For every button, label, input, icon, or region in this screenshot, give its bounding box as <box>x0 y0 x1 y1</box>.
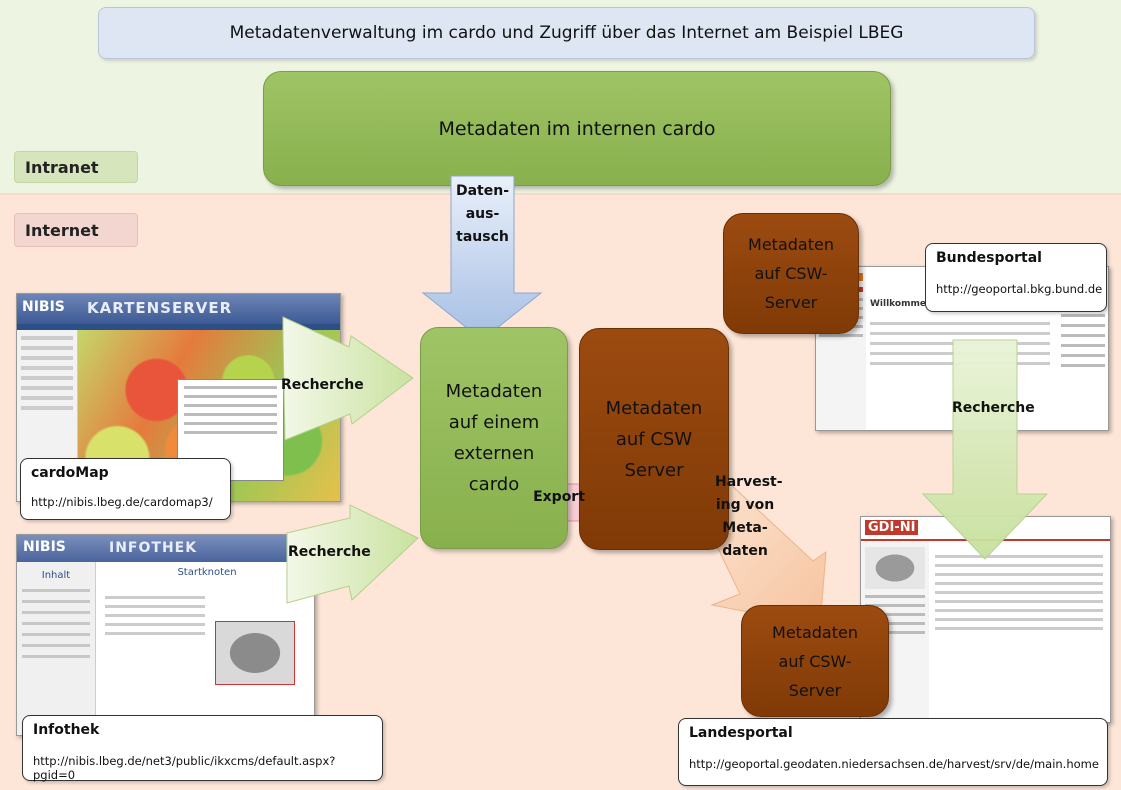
infothek-nav-title: Inhalt <box>41 570 71 581</box>
infothek-page-title: Startknoten <box>177 567 237 578</box>
nibis-logo-infothek: NIBIS <box>23 539 66 555</box>
landesportal-info-box: Landesportal http://geoportal.geodaten.n… <box>678 718 1108 786</box>
recherche-cardomap-arrow <box>282 316 414 441</box>
infothek-url[interactable]: http://nibis.lbeg.de/net3/public/ikxcms/… <box>33 754 336 782</box>
nibis-logo: NIBIS <box>22 299 65 315</box>
infothek-title: Infothek <box>33 722 100 738</box>
gdi-ni-logo: GDI-NI <box>865 520 919 535</box>
bundesportal-title: Bundesportal <box>936 250 1042 266</box>
austausch-label: Daten- aus- tausch <box>455 183 510 245</box>
cardomap-title: cardoMap <box>31 465 109 481</box>
csw-server-box: Metadaten auf CSW Server <box>579 328 729 550</box>
cardomap-url[interactable]: http://nibis.lbeg.de/cardomap3/ <box>31 495 213 509</box>
bundesportal-url[interactable]: http://geoportal.bkg.bund.de <box>936 282 1103 296</box>
diagram-title: Metadatenverwaltung im cardo und Zugriff… <box>98 7 1035 59</box>
internet-label: Internet <box>14 213 138 247</box>
export-label: Export <box>533 489 585 505</box>
internal-cardo-box: Metadaten im internen cardo <box>263 71 891 186</box>
recherche-infothek-label: Recherche <box>288 544 371 560</box>
germany-map <box>215 621 295 685</box>
landesportal-title: Landesportal <box>689 725 793 741</box>
infothek-header: INFOTHEK <box>109 540 198 556</box>
infothek-screenshot: NIBIS INFOTHEK Inhalt Startknoten <box>16 534 315 736</box>
ni-map <box>865 547 925 589</box>
kartenserver-header: KARTENSERVER <box>87 299 233 317</box>
bundesportal-info-box: Bundesportal http://geoportal.bkg.bund.d… <box>925 243 1107 312</box>
zone-divider <box>0 193 1121 195</box>
harvesting-label: Harvest- ing von Meta- daten <box>715 474 783 559</box>
austausch-arrow <box>421 175 543 341</box>
recherche-bund-arrow <box>921 339 1049 560</box>
recherche-bund-label: Recherche <box>952 400 1035 416</box>
cardomap-info-box: cardoMap http://nibis.lbeg.de/cardomap3/ <box>20 458 231 520</box>
csw-landesportal-box: Metadaten auf CSW- Server <box>741 605 889 717</box>
csw-bundesportal-box: Metadaten auf CSW- Server <box>723 213 859 334</box>
infothek-info-box: Infothek http://nibis.lbeg.de/net3/publi… <box>22 715 383 782</box>
recherche-infothek-arrow <box>286 504 419 604</box>
external-cardo-box: Metadaten auf einem externen cardo <box>420 327 568 549</box>
landesportal-url[interactable]: http://geoportal.geodaten.niedersachsen.… <box>689 757 1099 771</box>
recherche-cardomap-label: Recherche <box>281 377 364 393</box>
intranet-label: Intranet <box>14 151 138 183</box>
